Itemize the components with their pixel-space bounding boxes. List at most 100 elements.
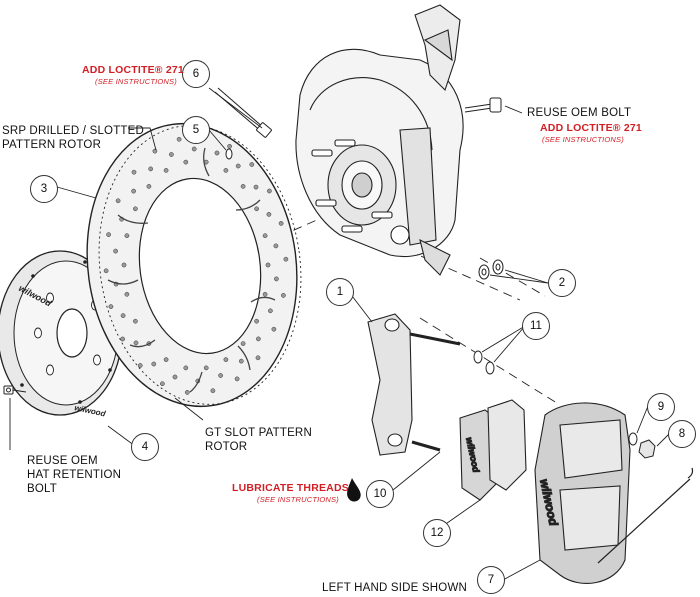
- rotor-drill-hole: [255, 355, 261, 361]
- hat-retention-bolt: [3, 385, 27, 395]
- rotor-drill-hole: [278, 221, 284, 226]
- rotor-drill-hole: [254, 318, 259, 324]
- rotor-drill-hole: [234, 376, 240, 382]
- rotor-drill-hole: [268, 308, 273, 314]
- rotor-drill-hole: [249, 162, 255, 167]
- rotor-drill-hole: [283, 256, 289, 262]
- rotor-drill-hole: [256, 336, 261, 342]
- rotor-drill-hole: [124, 233, 130, 239]
- rotor-drill-hole: [131, 188, 136, 194]
- rotor-drill-hole: [113, 248, 118, 254]
- callout-2: 2: [548, 269, 576, 297]
- rotor-drill-hole: [137, 363, 143, 368]
- rotor-drill-hole: [152, 148, 158, 154]
- hat-bolt-label-1: REUSE OEM: [27, 455, 98, 467]
- brake-caliper: wilwood: [534, 402, 631, 584]
- reuse-oem-bolt-label: REUSE OEM BOLT: [527, 107, 632, 119]
- rotor-drill-hole: [133, 318, 138, 324]
- brake-rotor: [86, 122, 302, 408]
- loctite-note-right: ADD LOCTITE® 271: [540, 122, 642, 134]
- brake-pads: wilwood: [459, 399, 527, 501]
- rotor-drill-hole: [106, 232, 111, 237]
- rotor-drill-hole: [223, 357, 229, 362]
- rotor-drill-hole: [160, 381, 165, 387]
- loctite-note-top-sub: (SEE INSTRUCTIONS): [95, 77, 177, 86]
- washer-9: [628, 432, 638, 446]
- rotor-drill-hole: [267, 188, 272, 194]
- hat-bolt-label-2: HAT RETENTION: [27, 469, 122, 481]
- rotor-drill-hole: [253, 184, 259, 190]
- callout-6: 6: [182, 60, 210, 88]
- gt-rotor-label-1: GT SLOT PATTERN: [205, 427, 312, 439]
- rotor-drill-hole: [133, 206, 138, 212]
- rotor-drill-hole: [184, 390, 190, 395]
- rotor-drill-holes: [103, 135, 289, 395]
- callout-12: 12: [423, 519, 451, 547]
- rotor-drill-hole: [151, 361, 157, 367]
- rotor-drill-hole: [273, 243, 279, 249]
- knuckle-hub-assembly: [295, 4, 464, 276]
- rotor-drill-hole: [183, 365, 189, 371]
- callout-3: 3: [30, 175, 58, 203]
- srp-rotor-label-2: PATTERN ROTOR: [2, 139, 102, 151]
- rotor-drill-hole: [169, 152, 174, 157]
- washer-5: [225, 148, 233, 160]
- callout-8: 8: [668, 420, 696, 448]
- rotor-drill-hole: [240, 341, 246, 346]
- rotor-drill-hole: [124, 291, 130, 297]
- callout-4: 4: [131, 433, 159, 461]
- washers-2: [478, 259, 504, 280]
- rotor-drill-hole: [210, 388, 216, 394]
- rotor-drill-hole: [281, 293, 286, 298]
- callout-11: 11: [522, 312, 550, 340]
- rotor-drill-hole: [266, 212, 272, 217]
- caliper-bracket: [367, 313, 461, 456]
- callout-5: 5: [182, 116, 210, 144]
- rotor-drill-hole: [176, 136, 182, 142]
- rotor-drill-hole: [274, 276, 279, 282]
- rotor-drill-hole: [238, 358, 244, 364]
- nut-8: [638, 439, 656, 459]
- caliper-pin: [597, 467, 694, 564]
- bolt-6: [214, 87, 272, 138]
- loctite-note-top: ADD LOCTITE® 271: [82, 64, 184, 76]
- loctite-note-right-sub: (SEE INSTRUCTIONS): [542, 135, 624, 144]
- oil-drop-icon: [347, 478, 361, 502]
- rotor-drill-hole: [172, 374, 178, 380]
- rotor-drill-hole: [271, 326, 277, 332]
- rotor-drill-hole: [146, 184, 152, 189]
- rotor-drill-hole: [163, 168, 169, 173]
- hat-brand-mark-2: wilwood: [74, 403, 108, 419]
- callout-10: 10: [366, 480, 394, 508]
- rotor-drill-hole: [191, 146, 197, 152]
- callout-9: 9: [647, 393, 675, 421]
- oem-caliper-bolt: [464, 97, 502, 113]
- left-hand-side-label: LEFT HAND SIDE SHOWN: [322, 582, 467, 594]
- rotor-drill-hole: [131, 169, 137, 175]
- rotor-drill-hole: [265, 262, 271, 268]
- rotor-drill-hole: [254, 206, 259, 212]
- rotor-drill-hole: [148, 166, 154, 172]
- rotor-drill-hole: [223, 168, 229, 173]
- rotor-drill-hole: [183, 159, 189, 165]
- rotor-drill-hole: [240, 184, 246, 189]
- rotor-drill-hole: [108, 304, 114, 309]
- rotor-drill-hole: [262, 233, 268, 239]
- rotor-drill-hole: [262, 291, 268, 297]
- rotor-drill-hole: [103, 268, 109, 274]
- callout-7: 7: [477, 566, 505, 594]
- rotor-drill-hole: [163, 357, 169, 362]
- rotor-drill-hole: [218, 373, 223, 378]
- washers-11: [473, 350, 495, 375]
- rotor-drill-hole: [203, 365, 209, 371]
- rotor-drill-hole: [133, 340, 139, 346]
- lubricate-note-sub: (SEE INSTRUCTIONS): [257, 495, 339, 504]
- rotor-drill-hole: [235, 163, 241, 169]
- rotor-drill-hole: [120, 336, 125, 342]
- lubricate-note: LUBRICATE THREADS: [232, 482, 349, 494]
- hat-bolt-label-3: BOLT: [27, 483, 57, 495]
- leader-lines: [9, 87, 670, 581]
- rotor-drill-hole: [121, 262, 127, 268]
- srp-rotor-label-1: SRP DRILLED / SLOTTED: [2, 125, 145, 137]
